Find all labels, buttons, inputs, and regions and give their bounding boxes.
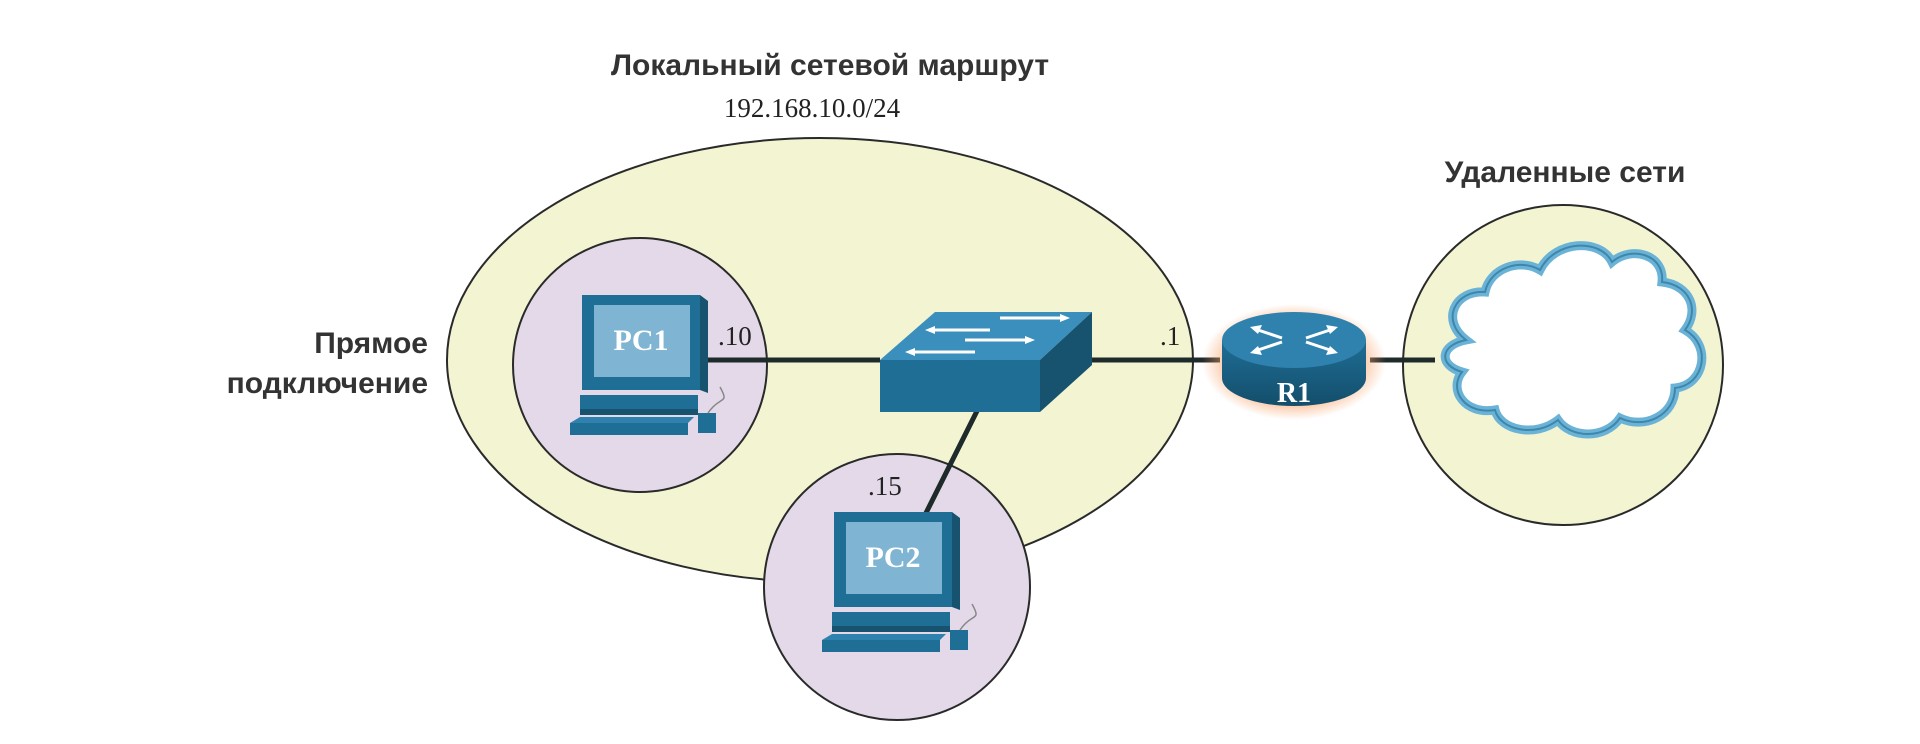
pc2-address: .15 xyxy=(868,471,902,501)
local-route-subnet: 192.168.10.0/24 xyxy=(724,93,901,123)
pc2-icon xyxy=(822,512,977,652)
router-icon xyxy=(1202,304,1386,420)
local-route-title: Локальный сетевой маршрут xyxy=(611,49,1049,82)
direct-connection-line2: подключение xyxy=(227,367,428,400)
pc1-address: .10 xyxy=(718,321,752,351)
router-address: .1 xyxy=(1160,321,1180,351)
router-label: R1 xyxy=(1277,378,1311,409)
pc1-icon xyxy=(570,295,725,435)
switch-icon xyxy=(880,312,1092,412)
cloud-icon xyxy=(1440,241,1707,439)
pc2-label: PC2 xyxy=(866,541,921,574)
direct-connection-line1: Прямое xyxy=(314,327,428,360)
remote-networks-title: Удаленные сети xyxy=(1445,156,1686,189)
pc1-label: PC1 xyxy=(614,324,669,357)
